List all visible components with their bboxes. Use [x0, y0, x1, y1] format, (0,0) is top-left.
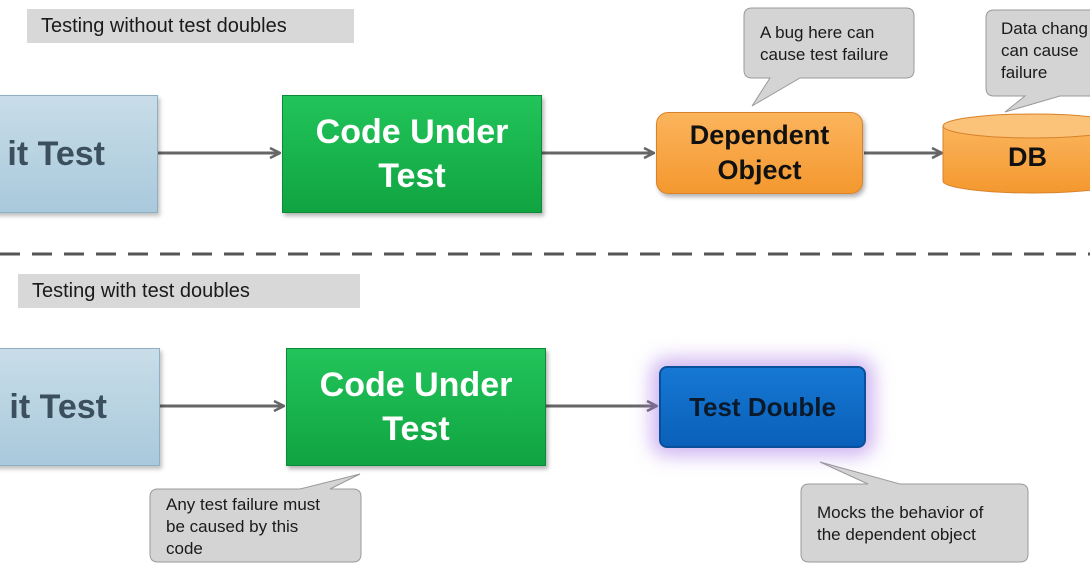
- failure-callout-bubble: [149, 473, 362, 563]
- db-label: DB: [1008, 142, 1047, 172]
- dependent-object-line-2: Object: [717, 155, 802, 185]
- code-under-test-line-1: Code Under: [315, 113, 509, 151]
- dependent-object-box: Dependent Object: [656, 112, 863, 194]
- unit-test-box-top: it Test: [0, 95, 158, 213]
- data-callout-bubble: [985, 9, 1090, 113]
- bug-callout-line-2: cause test failure: [760, 45, 889, 64]
- failure-callout-line-3: code: [166, 539, 203, 558]
- code-under-test-bottom-line-1: Code Under: [319, 366, 513, 404]
- failure-callout-line-1: Any test failure must: [166, 495, 321, 514]
- code-under-test-bottom-line-2: Test: [382, 410, 450, 448]
- test-double-label: Test Double: [689, 391, 836, 422]
- data-callout-line-3: failure: [1001, 63, 1048, 82]
- bug-callout-line-1: A bug here can: [760, 23, 875, 42]
- code-under-test-box-bottom: Code Under Test: [286, 348, 546, 466]
- unit-test-label: it Test: [7, 134, 105, 173]
- bug-callout-text: A bug here can cause test failure: [760, 22, 889, 66]
- unit-test-label-bottom: it Test: [9, 387, 107, 426]
- bug-callout-bubble: [743, 7, 915, 107]
- mock-callout-bubble: [800, 461, 1029, 563]
- section-label-with-doubles: Testing with test doubles: [18, 274, 360, 308]
- mock-callout-line-2: the dependent object: [817, 525, 976, 544]
- failure-callout-line-2: be caused by this: [166, 517, 299, 536]
- dependent-object-line-1: Dependent: [689, 120, 830, 150]
- mock-callout-line-1: Mocks the behavior of: [817, 503, 984, 522]
- test-double-box: Test Double: [659, 366, 866, 448]
- failure-callout-text: Any test failure must be caused by this …: [166, 494, 320, 560]
- code-under-test-box-top: Code Under Test: [282, 95, 542, 213]
- section-label-without-doubles: Testing without test doubles: [27, 9, 354, 43]
- data-callout-line-2: can cause: [1001, 41, 1079, 60]
- db-cylinder: [942, 113, 1090, 194]
- data-callout-text: Data chang can cause failure: [1001, 18, 1090, 84]
- data-callout-line-1: Data chang: [1001, 19, 1088, 38]
- unit-test-box-bottom: it Test: [0, 348, 160, 466]
- mock-callout-text: Mocks the behavior of the dependent obje…: [817, 502, 983, 546]
- code-under-test-line-2: Test: [378, 157, 446, 195]
